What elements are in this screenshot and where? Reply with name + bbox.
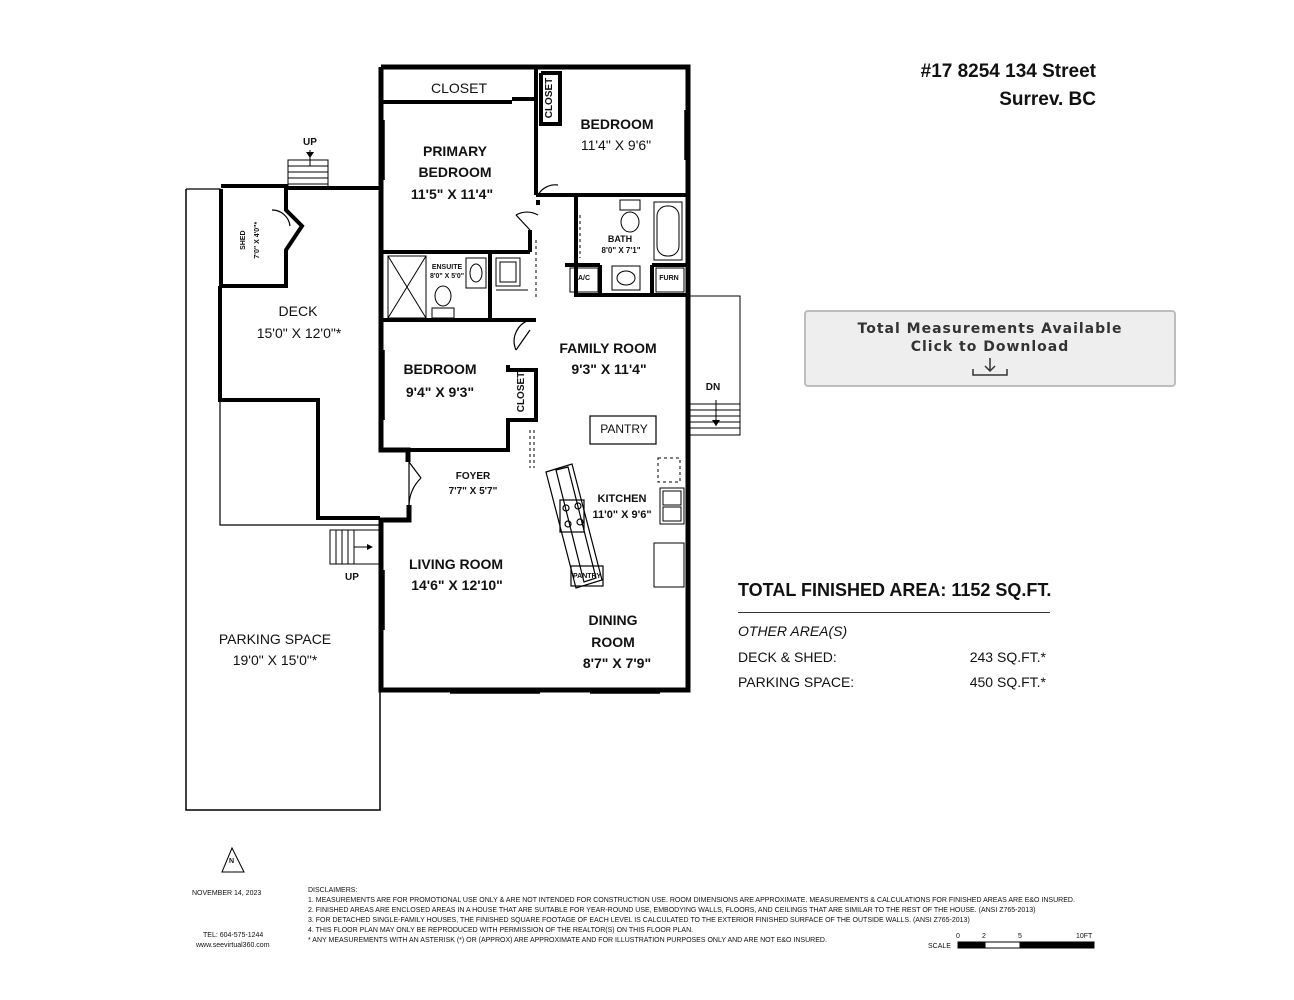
scale-bar [957, 941, 1095, 949]
closet-small-label: CLOSET [544, 77, 555, 119]
deck-name: DECK [278, 303, 318, 319]
area-row-deck-shed: DECK & SHED: 243 SQ.FT.* [738, 649, 1046, 665]
stairs-up-label-top: UP [303, 137, 317, 148]
scale-tick-10: 10FT [1076, 933, 1093, 940]
scale-tick-2: 2 [982, 933, 986, 940]
primary-bedroom-name-2: BEDROOM [418, 164, 492, 180]
living-room-dim: 14'6" X 12'10" [411, 577, 503, 593]
download-line-1: Total Measurements Available [857, 321, 1123, 337]
deck-rail-2 [218, 286, 380, 520]
disclaimer-line: * ANY MEASUREMENTS WITH AN ASTERISK (*) … [308, 937, 827, 944]
dining-room-name-2: ROOM [591, 634, 635, 650]
contact-tel: TEL: 604-575-1244 [203, 932, 264, 939]
scale-tick-0: 0 [956, 933, 960, 940]
shed-name: SHED [239, 230, 247, 250]
parking-space-dim: 19'0" X 15'0"* [232, 652, 318, 668]
address-line-1: #17 8254 134 Street [920, 61, 1096, 82]
foyer-dim: 7'7" X 5'7" [448, 486, 498, 497]
living-room-name: LIVING ROOM [408, 556, 504, 572]
deck-outline [186, 188, 380, 526]
pantry-label: PANTRY [600, 422, 648, 436]
shed-dim: 7'0" X 4'0"* [253, 221, 261, 259]
ensuite-dim: 8'0" X 5'0" [429, 273, 465, 280]
disclaimer-line: 1. MEASUREMENTS ARE FOR PROMOTIONAL USE … [308, 897, 1075, 904]
disclaimer-line: 4. THIS FLOOR PLAN MAY ONLY BE REPRODUCE… [308, 927, 694, 934]
disclaimers-title: DISCLAIMERS: [308, 887, 358, 894]
parking-space-name: PARKING SPACE [218, 631, 332, 647]
area-row-value: 450 SQ.FT.* [969, 674, 1046, 690]
dining-room-name-1: DINING [588, 612, 638, 628]
bath-dim: 8'0" X 7'1" [601, 246, 641, 255]
address-line-2: Surrev. BC [999, 89, 1096, 110]
family-room-dim: 9'3" X 11'4" [571, 361, 647, 377]
disclaimer-line: 2. FINISHED AREAS ARE ENCLOSED AREAS IN … [308, 907, 1036, 914]
primary-bedroom-name-1: PRIMARY [422, 143, 488, 159]
deck-dim: 15'0" X 12'0"* [256, 325, 342, 341]
download-measurements-button[interactable]: Total Measurements Available Click to Do… [804, 310, 1176, 387]
house-exterior [378, 64, 691, 693]
furn-label: FURN [659, 275, 679, 282]
primary-bedroom-dim: 11'5" X 11'4" [410, 186, 494, 202]
parking-outline [185, 189, 381, 811]
kitchen-dim: 11'0" X 9'6" [592, 509, 652, 521]
download-line-2: Click to Download [910, 339, 1070, 355]
area-row-label: PARKING SPACE: [738, 674, 855, 690]
kitchen-name: KITCHEN [597, 493, 647, 505]
plan-date: NOVEMBER 14, 2023 [192, 890, 262, 897]
other-areas-heading: OTHER AREA(S) [738, 623, 848, 639]
download-icon [972, 358, 1008, 376]
area-row-parking: PARKING SPACE: 450 SQ.FT.* [738, 674, 1046, 690]
bath-name: BATH [607, 234, 633, 244]
area-divider [738, 612, 1050, 613]
address: #17 8254 134 Street Surrev. BC [921, 58, 1096, 114]
scale-tick-5: 5 [1018, 933, 1022, 940]
foyer-name: FOYER [455, 471, 491, 482]
ensuite-name: ENSUITE [431, 264, 463, 271]
bedroom-1-name: BEDROOM [580, 116, 654, 132]
compass-icon [221, 846, 245, 873]
stairs-left [329, 529, 381, 565]
ac-label: A/C [577, 275, 591, 282]
bedroom-2-name: BEDROOM [403, 361, 477, 377]
stairs-right [688, 295, 741, 436]
pantry-small-label: PANTRY [573, 573, 601, 580]
disclaimers: DISCLAIMERS: 1. MEASUREMENTS ARE FOR PRO… [308, 886, 1108, 946]
scale-label: SCALE [928, 943, 951, 950]
north-label: N [229, 858, 235, 865]
closet-top-label: CLOSET [430, 80, 488, 96]
stairs-top [287, 150, 329, 189]
disclaimer-line: 3. FOR DETACHED SINGLE-FAMILY HOUSES, TH… [308, 917, 970, 924]
area-row-value: 243 SQ.FT.* [969, 649, 1046, 665]
stairs-up-label-left: UP [345, 572, 359, 583]
contact-web: www.seevirtual360.com [196, 942, 270, 949]
bedroom-1-dim: 11'4" X 9'6" [580, 137, 652, 153]
total-finished-area: TOTAL FINISHED AREA: 1152 SQ.FT. [738, 580, 1052, 600]
family-room-name: FAMILY ROOM [559, 340, 657, 356]
area-row-label: DECK & SHED: [738, 649, 837, 665]
bedroom-2-dim: 9'4" X 9'3" [405, 384, 475, 400]
closet-bedroom-2-label: CLOSET [516, 371, 527, 413]
dining-room-dim: 8'7" X 7'9" [582, 655, 652, 671]
stairs-down-label: DN [705, 382, 721, 393]
